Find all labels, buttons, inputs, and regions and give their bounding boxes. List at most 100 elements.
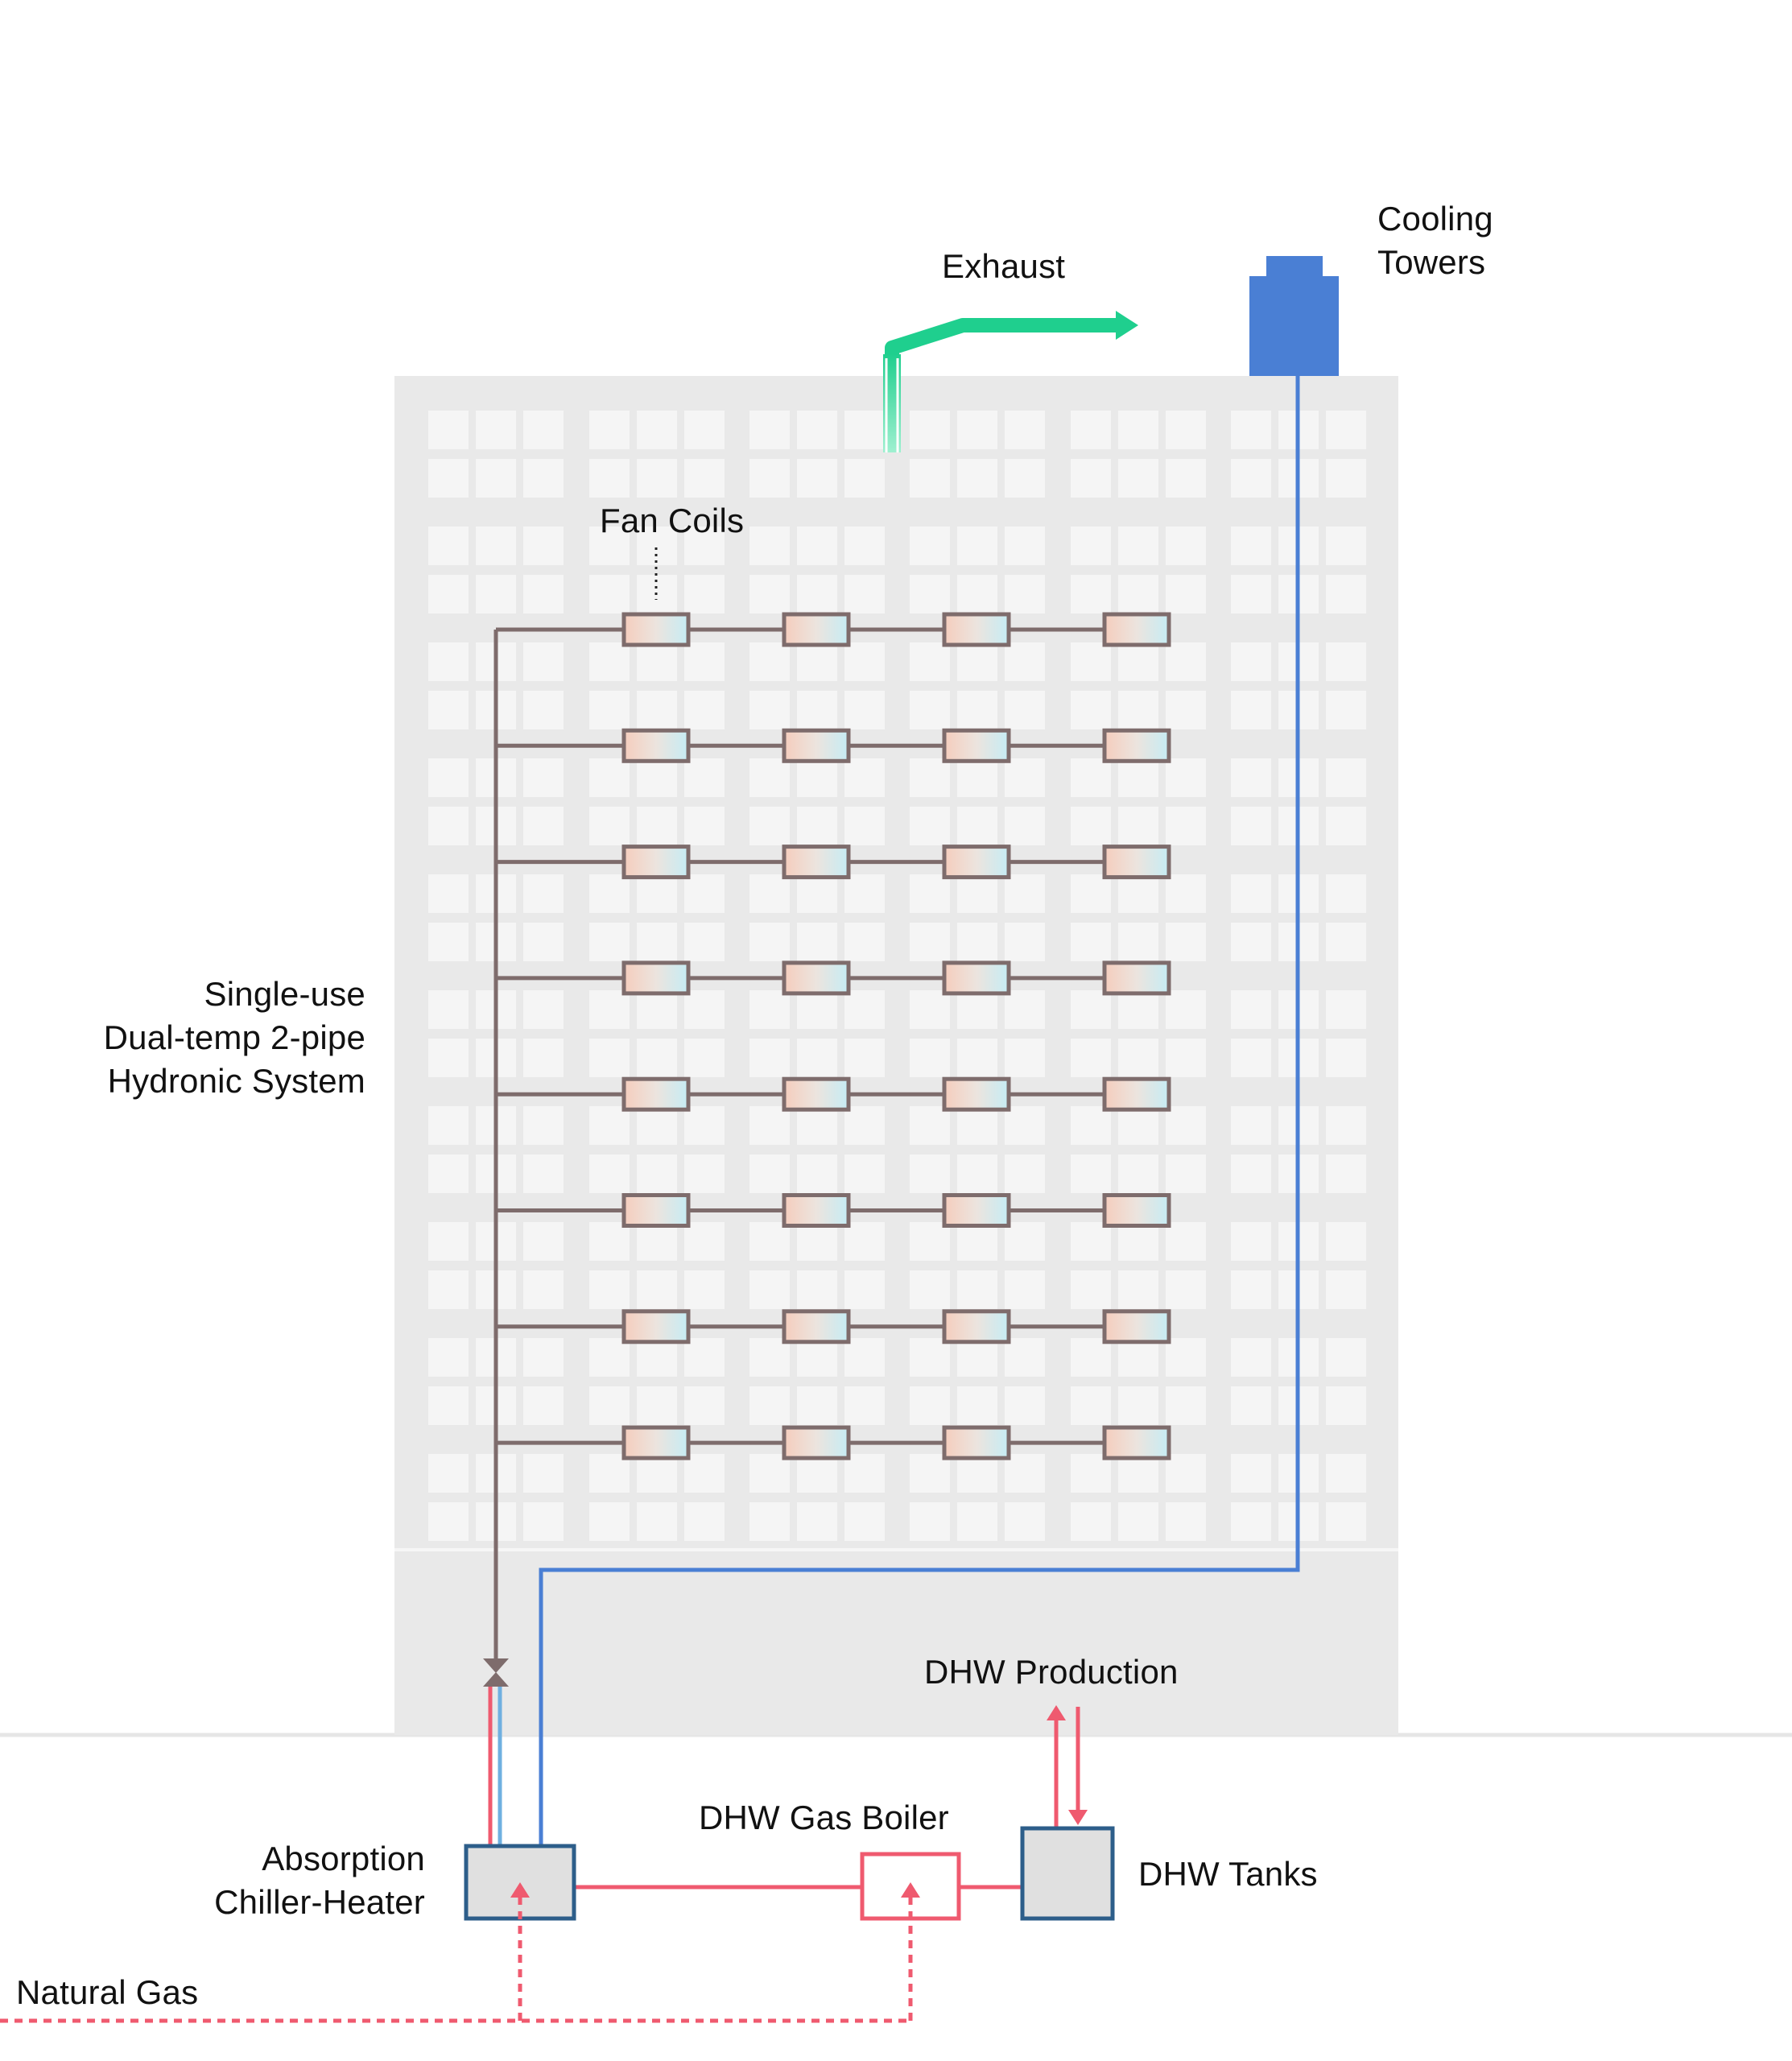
window-pane: [957, 1454, 997, 1493]
window-pane: [523, 1338, 564, 1377]
window-pane: [1071, 1502, 1111, 1541]
window-pane: [523, 527, 564, 565]
window-pane: [589, 758, 630, 797]
window-pane: [589, 923, 630, 961]
window-pane: [684, 1222, 725, 1261]
window-pane: [1071, 1454, 1111, 1493]
window-pane: [844, 1502, 885, 1541]
window-pane: [749, 575, 790, 613]
window-pane: [1118, 874, 1158, 913]
window-pane: [797, 758, 837, 797]
window-pane: [637, 1154, 677, 1193]
window-pane: [523, 1386, 564, 1425]
window-pane: [1118, 691, 1158, 729]
window-pane: [1005, 990, 1045, 1029]
window-pane: [684, 1386, 725, 1425]
hydronic-system-label: Single-use Dual-temp 2-pipe Hydronic Sys…: [32, 973, 365, 1103]
window-pane: [1326, 411, 1366, 449]
window-pane: [1326, 575, 1366, 613]
window-pane: [957, 923, 997, 961]
fan-coil-unit: [1102, 1076, 1171, 1112]
window-pane: [523, 1154, 564, 1193]
window-pane: [589, 691, 630, 729]
fan-coil-unit: [782, 1193, 851, 1228]
window-pane: [1005, 1386, 1045, 1425]
window-pane: [1005, 1454, 1045, 1493]
window-pane: [957, 459, 997, 498]
window-pane: [957, 807, 997, 845]
fan-coil-unit: [782, 1425, 851, 1460]
fan-coil-unit: [782, 845, 851, 880]
window-pane: [428, 1270, 469, 1309]
window-pane: [684, 874, 725, 913]
window-pane: [589, 807, 630, 845]
fan-coil-unit: [621, 1425, 691, 1460]
window-pane: [1118, 1039, 1158, 1077]
window-pane: [1231, 1106, 1271, 1145]
window-pane: [1326, 1338, 1366, 1377]
window-pane: [1231, 1386, 1271, 1425]
window-pane: [844, 527, 885, 565]
fan-coil-unit: [1102, 612, 1171, 647]
window-pane: [637, 874, 677, 913]
window-pane: [749, 874, 790, 913]
window-pane: [957, 1154, 997, 1193]
fan-coil-unit: [621, 612, 691, 647]
window-pane: [1071, 1222, 1111, 1261]
window-pane: [1166, 1338, 1206, 1377]
window-pane: [797, 1386, 837, 1425]
window-pane: [589, 874, 630, 913]
window-pane: [749, 1386, 790, 1425]
window-pane: [589, 990, 630, 1029]
window-pane: [1231, 807, 1271, 845]
absorption-line-2: Chiller-Heater: [214, 1883, 425, 1921]
window-pane: [428, 1039, 469, 1077]
window-pane: [797, 527, 837, 565]
window-pane: [1166, 575, 1206, 613]
dhw-production-label: DHW Production: [924, 1653, 1179, 1691]
window-pane: [844, 642, 885, 681]
window-pane: [428, 1502, 469, 1541]
window-pane: [1326, 1270, 1366, 1309]
window-pane: [589, 642, 630, 681]
window-pane: [1231, 1154, 1271, 1193]
window-pane: [910, 459, 950, 498]
window-pane: [910, 527, 950, 565]
window-pane: [1231, 459, 1271, 498]
window-pane: [428, 807, 469, 845]
window-pane: [957, 1222, 997, 1261]
window-pane: [637, 923, 677, 961]
window-pane: [476, 527, 516, 565]
window-pane: [844, 1454, 885, 1493]
window-pane: [1118, 1106, 1158, 1145]
window-pane: [910, 1154, 950, 1193]
window-pane: [428, 1106, 469, 1145]
window-pane: [1166, 642, 1206, 681]
window-pane: [1326, 1106, 1366, 1145]
window-pane: [797, 459, 837, 498]
window-pane: [523, 642, 564, 681]
window-pane: [1071, 411, 1111, 449]
window-pane: [428, 990, 469, 1029]
window-pane: [1166, 990, 1206, 1029]
window-pane: [1071, 807, 1111, 845]
window-pane: [844, 1154, 885, 1193]
window-pane: [589, 411, 630, 449]
window-pane: [1071, 1039, 1111, 1077]
window-pane: [1231, 1222, 1271, 1261]
window-pane: [1231, 1502, 1271, 1541]
window-pane: [523, 990, 564, 1029]
fan-coil-unit: [942, 1193, 1011, 1228]
window-pane: [749, 1502, 790, 1541]
window-pane: [428, 923, 469, 961]
window-pane: [589, 1106, 630, 1145]
cooling-towers-label: Cooling Towers: [1377, 197, 1493, 284]
exhaust-label: Exhaust: [942, 247, 1066, 285]
window-pane: [749, 642, 790, 681]
window-pane: [910, 1338, 950, 1377]
window-pane: [1326, 1039, 1366, 1077]
window-pane: [844, 575, 885, 613]
window-pane: [1005, 575, 1045, 613]
fan-coil-unit: [782, 960, 851, 996]
